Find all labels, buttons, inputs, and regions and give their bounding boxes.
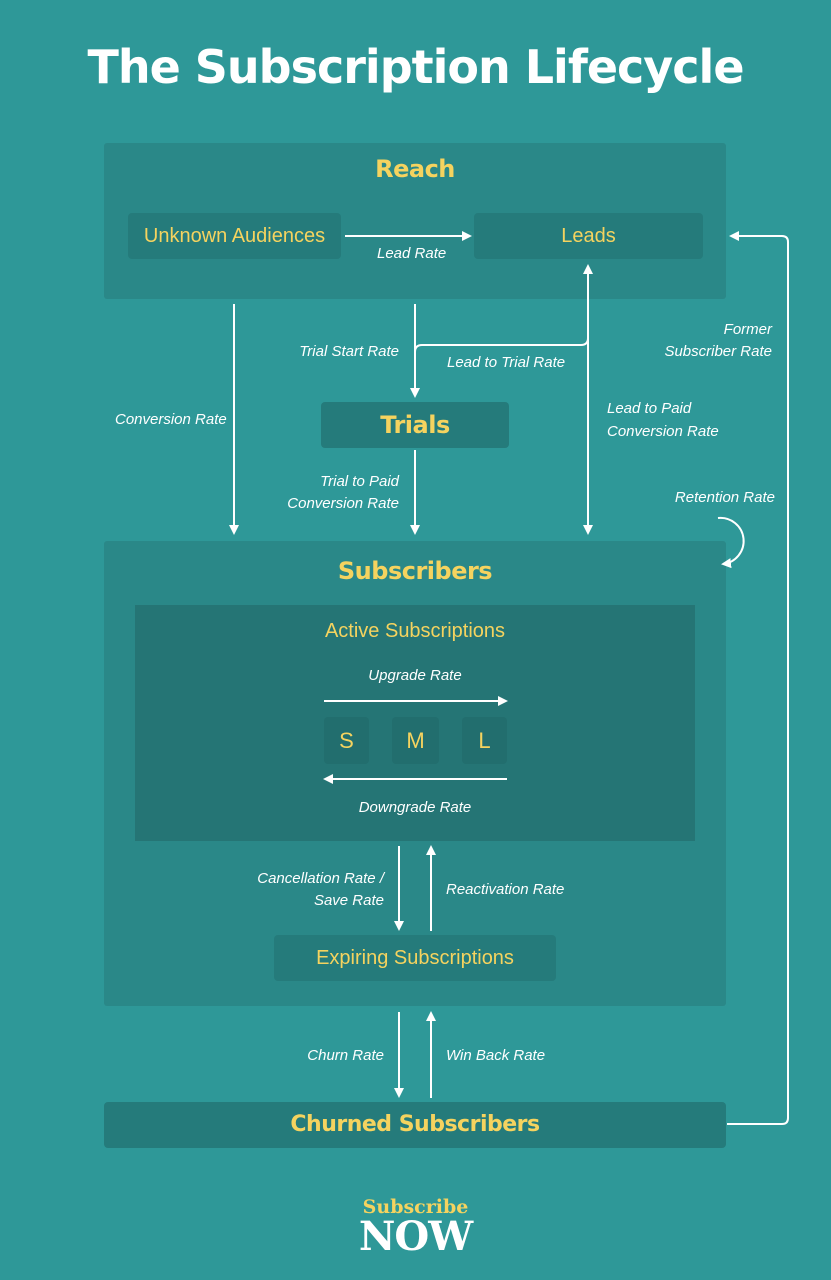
former-subscriber-label-2: Subscriber Rate: [664, 343, 772, 360]
cancellation-rate-label-1: Cancellation Rate /: [257, 870, 384, 887]
retention-loop-arrow: [717, 516, 745, 569]
trial-to-paid-label-1: Trial to Paid: [320, 473, 399, 490]
leads-label: Leads: [561, 225, 616, 247]
tier-l: L: [462, 717, 507, 764]
active-subscriptions-heading: Active Subscriptions: [324, 620, 506, 642]
former-subscriber-arrow: [727, 231, 789, 1125]
reactivation-rate-label: Reactivation Rate: [446, 881, 565, 898]
upgrade-rate-label: Upgrade Rate: [368, 667, 462, 684]
tier-m-label: M: [406, 728, 425, 753]
tier-s-label: S: [339, 728, 354, 753]
lead-to-trial-arrow: [414, 278, 589, 353]
churned-subscribers-label: Churned Subscribers: [290, 1112, 540, 1137]
lead-to-paid-label-1: Lead to Paid: [607, 400, 692, 417]
tier-s: S: [324, 717, 369, 764]
lead-to-trial-rate-label: Lead to Trial Rate: [447, 354, 566, 371]
lead-rate-label: Lead Rate: [377, 245, 447, 262]
churn-rate-label: Churn Rate: [307, 1047, 384, 1064]
win-back-rate-label: Win Back Rate: [446, 1047, 546, 1064]
downgrade-rate-label: Downgrade Rate: [358, 799, 472, 816]
trial-start-rate-label: Trial Start Rate: [299, 343, 399, 360]
trial-to-paid-label-2: Conversion Rate: [287, 495, 399, 512]
tier-l-label: L: [478, 728, 491, 753]
trials-box: Trials: [321, 402, 509, 448]
churned-subscribers-box: Churned Subscribers: [104, 1102, 726, 1148]
expiring-subscriptions-box: Expiring Subscriptions: [274, 935, 556, 981]
cancellation-rate-label-2: Save Rate: [313, 892, 384, 909]
unknown-audiences-box: Unknown Audiences: [128, 213, 341, 259]
logo-now: NOW: [358, 1213, 473, 1260]
logo-subscribe: Subscribe: [362, 1196, 469, 1218]
subscribers-heading: Subscribers: [337, 557, 493, 585]
unknown-audiences-label: Unknown Audiences: [143, 225, 326, 247]
page-title: The Subscription Lifecycle: [87, 40, 744, 94]
reach-heading: Reach: [375, 155, 455, 183]
conversion-rate-label: Conversion Rate: [115, 411, 227, 428]
tier-m: M: [392, 717, 439, 764]
trials-label: Trials: [380, 411, 450, 439]
former-subscriber-label-1: Former: [723, 321, 772, 338]
leads-box: Leads: [474, 213, 703, 259]
lead-to-paid-label-2: Conversion Rate: [607, 423, 719, 440]
expiring-subscriptions-label: Expiring Subscriptions: [316, 947, 514, 969]
retention-rate-label: Retention Rate: [674, 489, 775, 506]
